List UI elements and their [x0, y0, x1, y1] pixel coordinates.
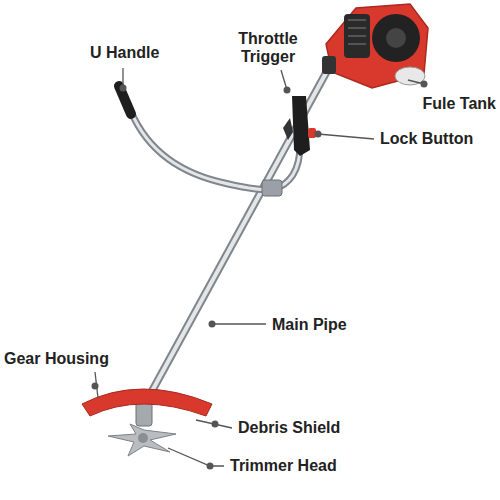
- part-label: Debris Shield: [238, 419, 340, 437]
- part-label: Main Pipe: [272, 316, 347, 334]
- part-label: Gear Housing: [4, 350, 109, 368]
- part-label: Fule Tank: [423, 95, 497, 113]
- part-label: Lock Button: [380, 130, 473, 148]
- part-label: Throttle Trigger: [228, 30, 308, 66]
- part-label: U Handle: [90, 44, 159, 62]
- part-label: Trimmer Head: [230, 457, 337, 475]
